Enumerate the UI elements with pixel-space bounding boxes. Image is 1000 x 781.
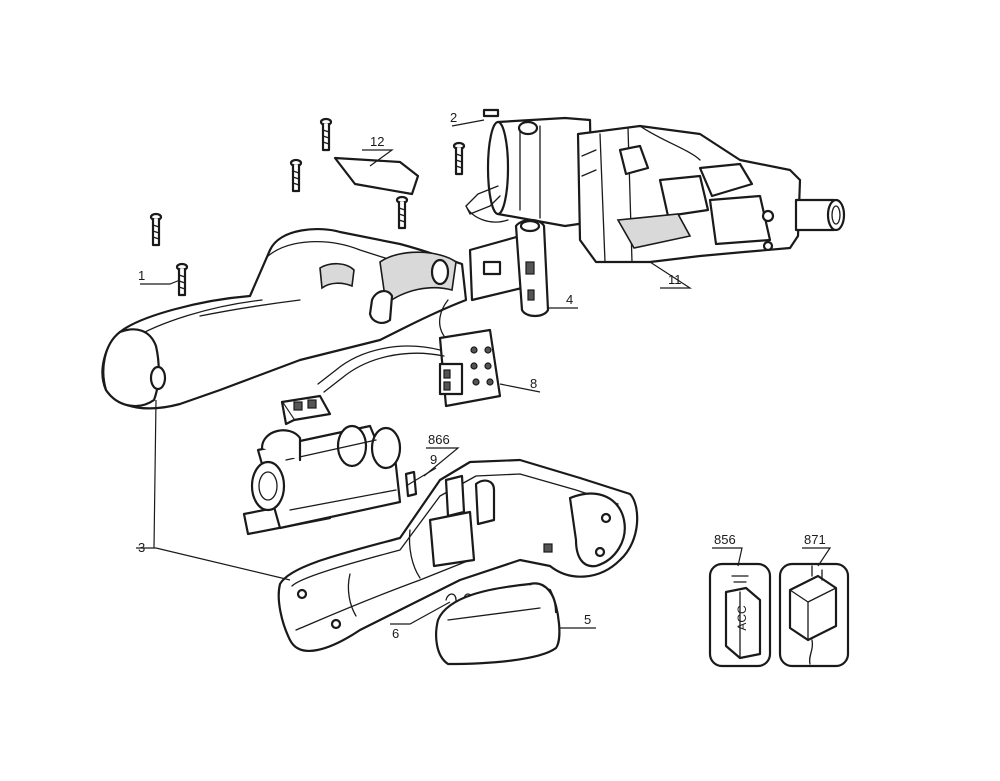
callout-2: 2: [450, 110, 457, 125]
acc-letter: ACC: [735, 605, 749, 631]
callout-866: 866: [428, 432, 450, 447]
pin: [404, 470, 418, 498]
accessory-box: ACC: [708, 562, 772, 668]
screw: [395, 195, 409, 230]
callout-1: 1: [138, 268, 145, 283]
callout-12: 12: [370, 134, 384, 149]
label-plate: [333, 156, 420, 196]
screw: [175, 262, 189, 297]
switch-assembly: [438, 299, 502, 408]
screw: [289, 158, 303, 193]
callout-11: 11: [668, 272, 682, 287]
battery-cover: [435, 582, 561, 666]
callout-856: 856: [714, 532, 736, 547]
callout-4: 4: [566, 292, 573, 307]
bracket: [468, 218, 550, 318]
screw: [319, 117, 333, 152]
screw: [149, 212, 163, 247]
gear-head: [576, 124, 846, 264]
callout-8: 8: [530, 376, 537, 391]
battery-cells: [242, 424, 402, 536]
leader-lines: [136, 119, 832, 629]
motor: [465, 108, 594, 228]
screw: [452, 141, 466, 176]
callout-871: 871: [804, 532, 826, 547]
charger: [778, 562, 850, 668]
callout-3: 3: [138, 540, 145, 555]
wire-harness: [280, 345, 445, 426]
callout-5: 5: [584, 612, 591, 627]
lower-housing: [277, 458, 639, 652]
upper-housing: [101, 227, 468, 410]
callout-6: 6: [392, 626, 399, 641]
callout-9: 9: [430, 452, 437, 467]
